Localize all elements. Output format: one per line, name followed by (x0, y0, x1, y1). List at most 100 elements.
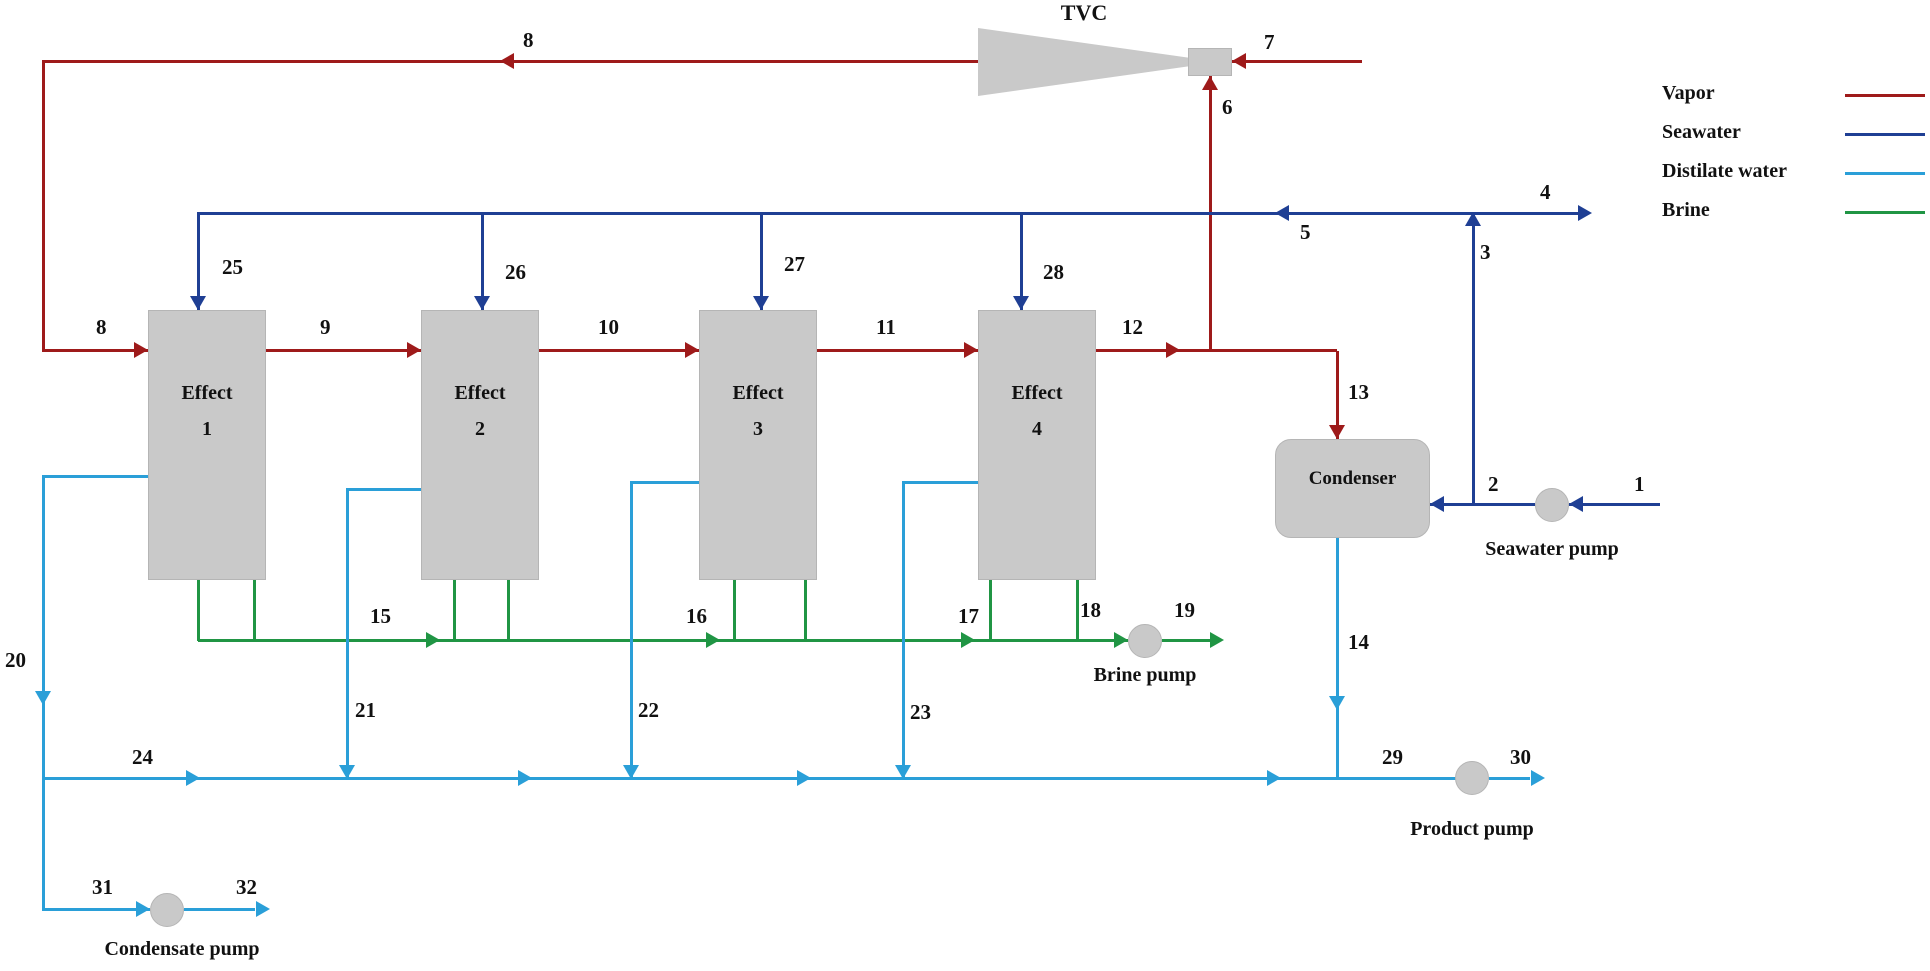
distillate-line-23 (902, 481, 905, 779)
effect-2-title: Effect (454, 382, 506, 404)
brine-stub-effect4-left (989, 580, 992, 641)
legend-label-brine: Brine (1662, 199, 1710, 221)
effect-2-number: 2 (475, 418, 485, 440)
vapor-arrow-10 (685, 342, 699, 358)
vapor-line-8-into-effect1 (43, 349, 148, 352)
condensate-arrow-31 (136, 901, 150, 917)
condensate-line-31 (43, 908, 150, 911)
legend-line-brine (1845, 211, 1925, 214)
effect-1-title: Effect (181, 382, 233, 404)
legend-label-distillate: Distilate water (1662, 160, 1787, 182)
distillate-arrow-22 (623, 765, 639, 779)
effect-3-title: Effect (732, 382, 784, 404)
effect-1-box: Effect 1 (148, 310, 266, 580)
brine-arrow-18 (1114, 632, 1128, 648)
legend-label-vapor: Vapor (1662, 82, 1715, 104)
tvc-label: TVC (1060, 0, 1108, 25)
stream-16-label: 16 (686, 604, 707, 628)
vapor-arrow-13 (1329, 425, 1345, 439)
effect-4-box: Effect 4 (978, 310, 1096, 580)
stream-25-label: 25 (222, 255, 243, 279)
seawater-line-1 (1569, 503, 1660, 506)
vapor-arrow-11 (964, 342, 978, 358)
brine-pump-label: Brine pump (1093, 664, 1197, 686)
distillate-exit-effect4 (903, 481, 978, 484)
stream-2-label: 2 (1488, 472, 1499, 496)
vapor-line-13 (1336, 351, 1339, 439)
stream-5-label: 5 (1300, 220, 1311, 244)
seawater-line-3 (1472, 212, 1475, 505)
stream-12-label: 12 (1122, 315, 1143, 339)
vapor-arrow-7 (1232, 53, 1246, 69)
brine-line-17 (734, 639, 1078, 642)
vapor-line-9 (266, 349, 421, 352)
vapor-line-7 (1232, 60, 1362, 63)
condensate-pump-label: Condensate pump (104, 938, 260, 960)
legend-label-seawater: Seawater (1662, 121, 1741, 143)
condensate-line-32 (184, 908, 255, 911)
distillate-arrow-product-2 (518, 770, 532, 786)
vapor-arrow-12 (1166, 342, 1180, 358)
effect-4-number: 4 (1032, 418, 1042, 440)
brine-pump (1128, 624, 1162, 658)
stream-19-label: 19 (1174, 598, 1195, 622)
stream-18-label: 18 (1080, 598, 1101, 622)
seawater-feed-28-line (1020, 212, 1023, 310)
stream-22-label: 22 (638, 698, 659, 722)
stream-28-label: 28 (1043, 260, 1064, 284)
stream-26-label: 26 (505, 260, 526, 284)
brine-stub-effect4-right (1076, 580, 1079, 641)
stream-29-label: 29 (1382, 745, 1403, 769)
effect-3-box: Effect 3 (699, 310, 817, 580)
stream-20-label: 20 (5, 648, 26, 672)
stream-7-label: 7 (1264, 30, 1275, 54)
vapor-arrow-8-into-effect1 (134, 342, 148, 358)
legend-line-vapor (1845, 94, 1925, 97)
vapor-line-8-left-vertical (42, 60, 45, 352)
brine-stub-effect2-right (507, 580, 510, 641)
tvc-ejector-cone (978, 28, 1190, 96)
distillate-arrow-20 (35, 691, 51, 705)
stream-8-top-label: 8 (523, 28, 534, 52)
seawater-feed-27-arrow (753, 296, 769, 310)
stream-27-label: 27 (784, 252, 805, 276)
stream-8-label: 8 (96, 315, 107, 339)
product-pump (1455, 761, 1489, 795)
stream-31-label: 31 (92, 875, 113, 899)
brine-line-19 (1162, 639, 1210, 642)
effect-4-title: Effect (1011, 382, 1063, 404)
product-pump-label: Product pump (1410, 818, 1534, 840)
seawater-feed-25-arrow (190, 296, 206, 310)
brine-stub-effect3-right (804, 580, 807, 641)
distillate-line-30 (1489, 777, 1530, 780)
distillate-line-22 (630, 481, 633, 779)
brine-stub-effect2-left (453, 580, 456, 641)
seawater-arrow-3 (1465, 212, 1481, 226)
stream-15-label: 15 (370, 604, 391, 628)
distillate-exit-effect2 (347, 488, 421, 491)
vapor-line-10 (539, 349, 699, 352)
vapor-line-11 (817, 349, 978, 352)
seawater-feed-26-arrow (474, 296, 490, 310)
stream-13-label: 13 (1348, 380, 1369, 404)
brine-line-15 (198, 639, 510, 642)
brine-arrow-15 (426, 632, 440, 648)
distillate-exit-effect3 (631, 481, 699, 484)
distillate-line-14 (1336, 538, 1339, 779)
effect-1-number: 1 (202, 418, 212, 440)
condenser-label: Condenser (1308, 468, 1397, 489)
seawater-feed-27-line (760, 212, 763, 310)
distillate-arrow-21 (339, 765, 355, 779)
condensate-pump (150, 893, 184, 927)
condenser-box: Condenser (1275, 439, 1430, 538)
vapor-arrow-6 (1202, 76, 1218, 90)
distillate-arrow-30 (1531, 770, 1545, 786)
stream-4-label: 4 (1540, 180, 1551, 204)
seawater-line-2 (1430, 503, 1535, 506)
vapor-arrow-9 (407, 342, 421, 358)
brine-line-18 (1077, 639, 1128, 642)
tvc-nozzle-box (1188, 48, 1232, 76)
seawater-arrow-4 (1578, 205, 1592, 221)
brine-stub-effect1-left (197, 580, 200, 641)
